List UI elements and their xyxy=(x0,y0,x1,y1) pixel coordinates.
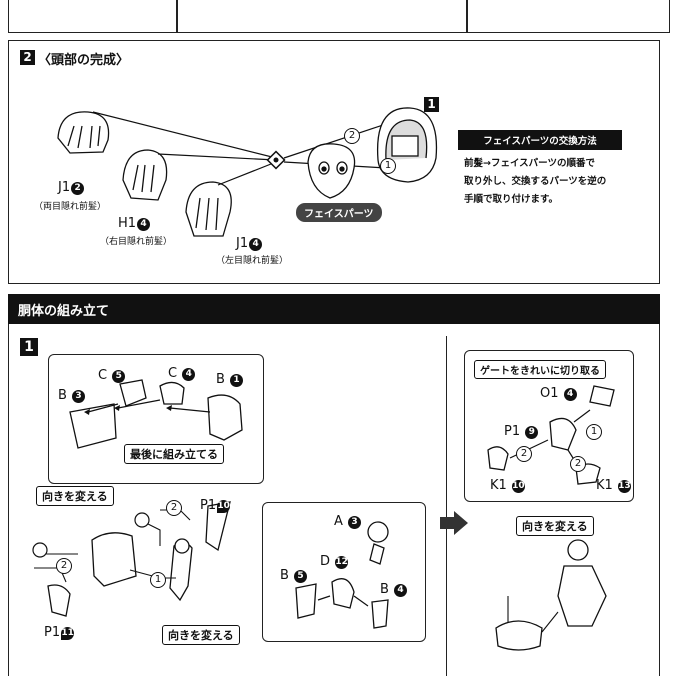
section-title: 〈頭部の完成〉 xyxy=(38,53,130,68)
arrow-step-2-circle-right-b: 2 xyxy=(570,456,586,472)
step-number-2: 2 xyxy=(20,50,35,65)
top-frame-remnant xyxy=(8,0,670,33)
cut-gate-label: ゲートをきれいに切り取る xyxy=(474,360,606,379)
part-label-k1-13: K1 13 xyxy=(596,478,631,493)
arrow-step-2-circle: 2 xyxy=(344,128,360,144)
subassembly-box-c xyxy=(464,350,634,502)
arrow-step-2-circle-left: 2 xyxy=(56,558,72,574)
part-sub-h1-4: （右目隠れ前髪） xyxy=(100,237,173,247)
part-label-d12: D 12 xyxy=(320,554,349,569)
upper-body-drawing xyxy=(495,539,607,651)
arrow-step-1-circle-right: 1 xyxy=(586,424,602,440)
part-sub-j1-2: （両目隠れ前髪） xyxy=(34,202,107,212)
torso-assembly-drawing xyxy=(32,501,231,617)
face-parts-label: フェイスパーツ xyxy=(296,203,382,222)
subassembly-box-b xyxy=(262,502,426,642)
part-label-b5: B 5 xyxy=(280,568,308,583)
part-label-k1-10: K1 10 xyxy=(490,478,525,493)
part-sub-j1-4: （左目隠れ前髪） xyxy=(216,256,289,266)
section-head-completion xyxy=(8,40,660,284)
chest-parts-drawing xyxy=(69,379,243,449)
bangs-h1-4-drawing xyxy=(122,149,168,201)
top-divider-1 xyxy=(176,0,178,32)
head-assembly-illustration xyxy=(57,107,438,237)
note-title: フェイスパーツの交換方法 xyxy=(458,130,622,150)
arrow-step-1-circle: 1 xyxy=(380,158,396,174)
arrow-step-2-circle-right-a: 2 xyxy=(516,446,532,462)
body-step-number-1: 1 xyxy=(20,338,38,356)
arrow-step-2-circle-top: 2 xyxy=(166,500,182,516)
turn-around-label-3: 向きを変える xyxy=(516,516,594,536)
part-label-a3: A 3 xyxy=(334,514,362,529)
body-section-title: 胴体の組み立て xyxy=(18,304,110,319)
part-label-c5: C 5 xyxy=(98,368,126,383)
waist-joint-drawing xyxy=(295,521,389,629)
top-divider-2 xyxy=(466,0,468,32)
note-line-1: 前髪→フェイスパーツの順番で xyxy=(464,158,595,169)
note-line-3: 手順で取り付けます。 xyxy=(464,194,559,205)
bangs-j1-2-drawing xyxy=(57,111,110,154)
assemble-last-label: 最後に組み立てる xyxy=(124,444,224,464)
body-section-frame xyxy=(8,324,660,676)
part-label-p1-9: P1 9 xyxy=(504,424,539,439)
arrow-step-1-circle-center: 1 xyxy=(150,572,166,588)
part-label-o1-4: O1 4 xyxy=(540,386,577,401)
part-label-p1-11: P111 xyxy=(44,625,75,640)
face-swap-note: フェイスパーツの交換方法 前髪→フェイスパーツの順番で 取り外し、交換するパーツ… xyxy=(458,130,622,205)
part-label-b1: B 1 xyxy=(216,372,244,387)
vertical-divider xyxy=(446,336,448,676)
substep-number-1: 1 xyxy=(424,97,439,112)
face-part-drawing xyxy=(307,143,356,199)
note-line-2: 取り外し、交換するパーツを逆の xyxy=(464,176,607,187)
part-label-b4: B 4 xyxy=(380,582,408,597)
bangs-j1-4-drawing xyxy=(185,181,232,237)
next-step-arrow xyxy=(440,511,468,535)
part-label-c4: C 4 xyxy=(168,366,196,381)
turn-around-label-1: 向きを変える xyxy=(36,486,114,506)
part-label-p1-10: P110 xyxy=(200,498,231,513)
leader-lines xyxy=(92,111,277,186)
turn-around-label-2: 向きを変える xyxy=(162,625,240,645)
subassembly-box-a xyxy=(48,354,264,484)
part-label-b3: B 3 xyxy=(58,388,86,403)
body-section-header xyxy=(8,294,660,324)
